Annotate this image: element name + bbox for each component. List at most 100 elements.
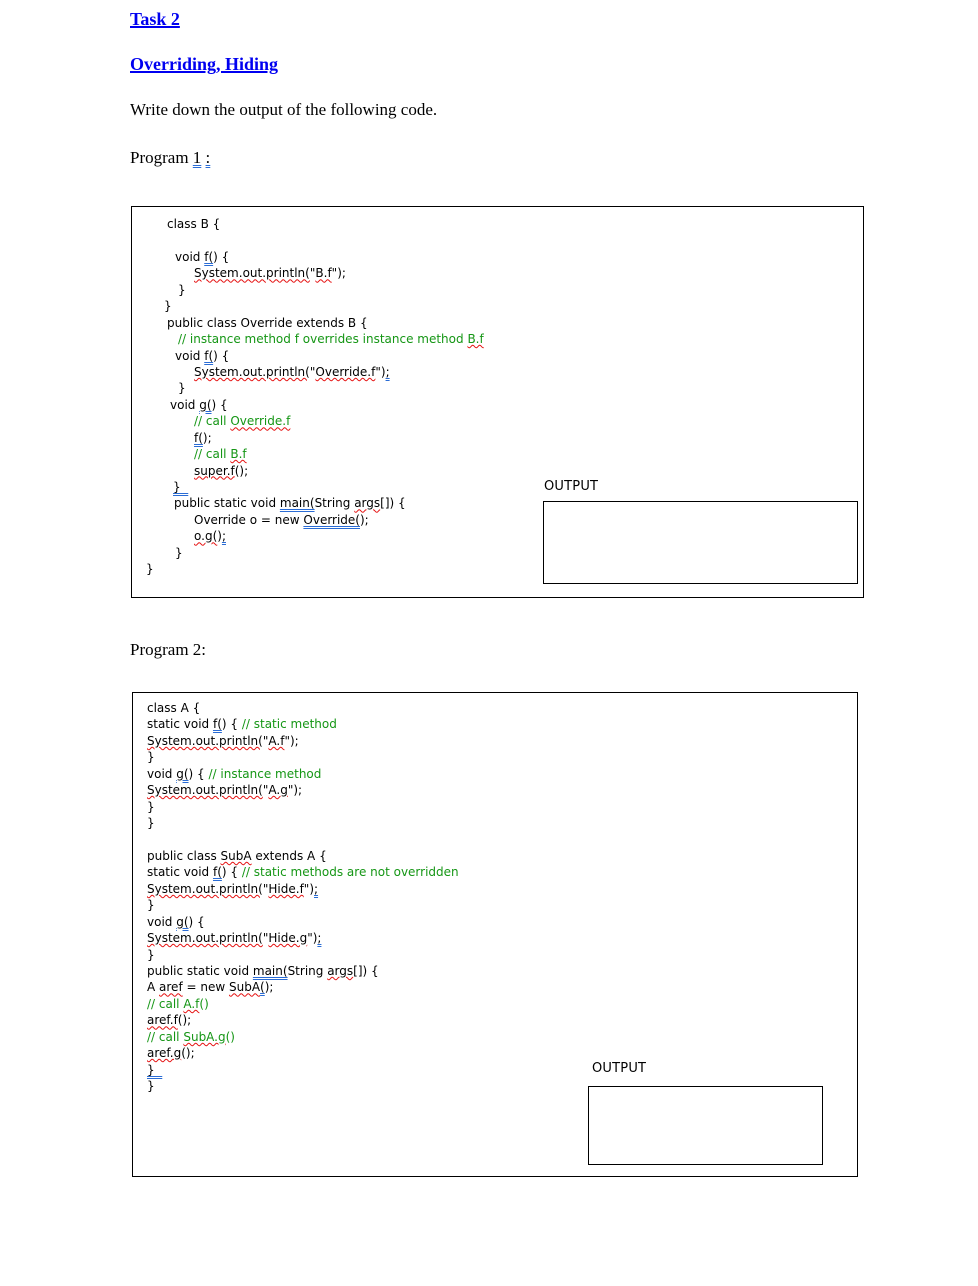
code-line: System.out.println("A.g"); bbox=[133, 782, 857, 798]
text-run: System.out.println( bbox=[147, 733, 263, 748]
code-line: // call A.f() bbox=[133, 996, 857, 1012]
text-run: []) { bbox=[353, 964, 379, 978]
text-run: ; bbox=[314, 881, 319, 896]
text-run: ) bbox=[217, 529, 222, 544]
text-run: (); bbox=[177, 1013, 192, 1028]
text-run: ); bbox=[360, 512, 369, 527]
code-line: A aref = new SubA(); bbox=[133, 979, 857, 995]
text-run: []) { bbox=[380, 496, 406, 511]
text-run: static void bbox=[147, 865, 213, 880]
text-run: ") bbox=[303, 881, 314, 896]
code-line bbox=[132, 232, 863, 248]
text-run: SubA.g bbox=[183, 1029, 226, 1044]
code-line: // call SubA.g() bbox=[133, 1029, 857, 1045]
code-line bbox=[133, 832, 857, 848]
code-line: System.out.println("Hide.f"); bbox=[133, 881, 857, 897]
code-line: // instance method f overrides instance … bbox=[132, 331, 863, 347]
text-run: static void bbox=[147, 717, 213, 732]
code-line: } bbox=[133, 897, 857, 913]
text-run: String bbox=[314, 496, 355, 511]
text-run: B.f bbox=[230, 447, 247, 462]
text-run: } bbox=[147, 1079, 155, 1094]
code-line: static void f() { // static method bbox=[133, 716, 857, 732]
code-line: aref.f(); bbox=[133, 1012, 857, 1028]
text-run: ) { bbox=[211, 397, 228, 412]
text-run: ); bbox=[202, 430, 212, 445]
task-title-link[interactable]: Task 2 bbox=[130, 9, 180, 29]
text-run: ; bbox=[317, 931, 322, 946]
text-run: Override o = new bbox=[194, 512, 304, 527]
code-line: System.out.println("Hide.g"); bbox=[133, 930, 857, 946]
text-run: SubA bbox=[220, 848, 252, 863]
code-line: void g() { bbox=[132, 397, 863, 413]
text-run: Hide.g bbox=[268, 931, 308, 946]
text-run: A bbox=[147, 980, 160, 995]
code-line: void f() { bbox=[132, 249, 863, 265]
code-line: // call B.f bbox=[132, 446, 863, 462]
text-run: ; bbox=[221, 529, 226, 544]
code-line: System.out.println("A.f"); bbox=[133, 733, 857, 749]
text-run: } bbox=[164, 299, 172, 314]
text-run: : bbox=[205, 148, 211, 167]
text-run: ) { bbox=[213, 249, 230, 264]
program2-label: Program 2: bbox=[130, 640, 207, 659]
text-run: } bbox=[175, 545, 183, 560]
text-run: " bbox=[309, 266, 316, 281]
code-line: } bbox=[133, 1062, 857, 1078]
text-run: ") bbox=[375, 364, 386, 379]
text-run: // call bbox=[147, 1029, 184, 1044]
text-run: f( bbox=[204, 249, 214, 264]
text-run: // call bbox=[194, 447, 231, 462]
text-run: public class Override extends B { bbox=[167, 315, 368, 330]
code-line: class B { bbox=[132, 216, 863, 232]
code-line: void f() { bbox=[132, 348, 863, 364]
code-line: } bbox=[133, 815, 857, 831]
code-line: } bbox=[132, 380, 863, 396]
text-run: B.f bbox=[315, 266, 332, 281]
code-line: f(); bbox=[132, 430, 863, 446]
text-run: // static methods are not overridden bbox=[241, 865, 459, 880]
text-run: // call bbox=[147, 996, 184, 1011]
text-run: B.f bbox=[467, 332, 484, 347]
text-run: super.f bbox=[194, 463, 235, 478]
program1-output-box[interactable] bbox=[543, 501, 858, 584]
text-run: SubA bbox=[228, 980, 261, 995]
text-run: g( bbox=[176, 766, 189, 781]
code-line: void g() { bbox=[133, 914, 857, 930]
text-run: extends A { bbox=[251, 848, 327, 863]
text-run: () bbox=[199, 996, 209, 1011]
text-run: System.out.println( bbox=[147, 881, 263, 896]
text-run: ( bbox=[260, 980, 265, 995]
text-run: aref.f bbox=[147, 1013, 178, 1028]
text-run: f( bbox=[204, 348, 214, 363]
text-run: void bbox=[170, 397, 200, 412]
text-run: Hide.f bbox=[268, 881, 304, 896]
code-line: public class Override extends B { bbox=[132, 315, 863, 331]
text-run: g( bbox=[176, 914, 189, 929]
code-line: public class SubA extends A { bbox=[133, 848, 857, 864]
topic-title-link[interactable]: Overriding, Hiding bbox=[130, 54, 279, 74]
text-run: aref.g bbox=[147, 1046, 182, 1061]
text-run: System.out.println( bbox=[147, 783, 263, 798]
text-run: } bbox=[147, 898, 155, 913]
text-run: Override.f bbox=[230, 414, 291, 429]
text-run: ) { bbox=[188, 766, 209, 781]
text-run: Program bbox=[130, 148, 193, 167]
code-line: aref.g(); bbox=[133, 1045, 857, 1061]
text-run: aref bbox=[159, 980, 183, 995]
code-line: static void f() { // static methods are … bbox=[133, 864, 857, 880]
program2-output-box[interactable] bbox=[588, 1086, 823, 1165]
text-run: public static void bbox=[174, 496, 280, 511]
text-run: } bbox=[178, 282, 186, 297]
text-run: main( bbox=[279, 496, 315, 511]
text-run: = new bbox=[182, 980, 229, 995]
text-run: f( bbox=[212, 717, 222, 732]
program1-label: Program 1 : bbox=[130, 148, 210, 168]
text-run: o.g( bbox=[194, 529, 218, 544]
code-line: super.f(); bbox=[132, 463, 863, 479]
code-line: } bbox=[133, 947, 857, 963]
text-run: void bbox=[147, 766, 177, 781]
text-run: } bbox=[146, 562, 154, 577]
text-run: " bbox=[262, 931, 269, 946]
